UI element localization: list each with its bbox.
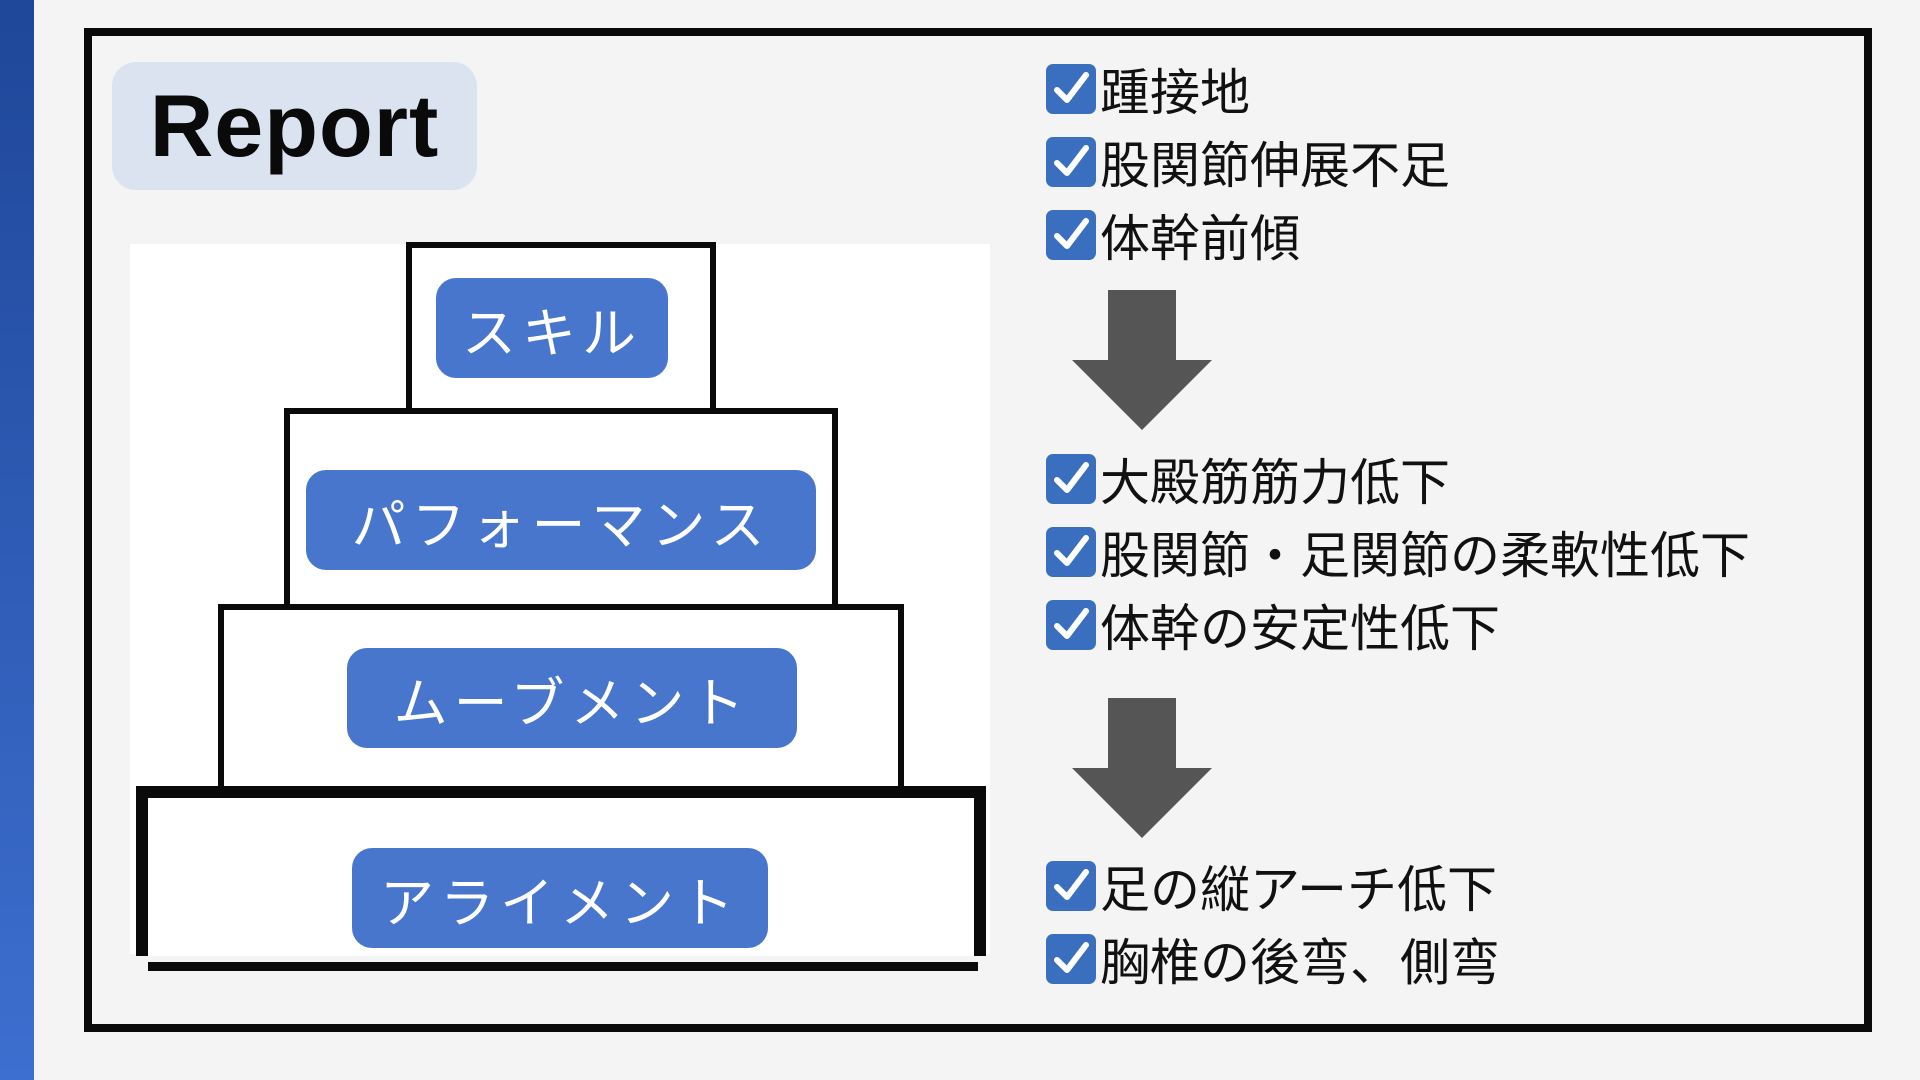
checklist-item: 足の縦アーチ低下 xyxy=(1046,849,1500,922)
tier-label-skill: スキル xyxy=(436,278,668,378)
checkbox-checked-icon xyxy=(1046,453,1096,504)
checkbox-checked-icon xyxy=(1046,209,1096,260)
checklist-item: 体幹前傾 xyxy=(1046,198,1450,271)
tier-label-performance: パフォーマンス xyxy=(306,470,816,570)
report-title: Report xyxy=(112,62,477,190)
arrow-down-icon xyxy=(1072,290,1212,430)
checklist-item-label: 股関節伸展不足 xyxy=(1100,136,1450,195)
checkbox-checked-icon xyxy=(1046,599,1096,650)
pyramid-baseline xyxy=(148,962,978,971)
checklist-group-1: 踵接地 股関節伸展不足 体幹前傾 xyxy=(1046,52,1450,271)
checklist-item-label: 足の縦アーチ低下 xyxy=(1100,860,1497,919)
checklist-group-3: 足の縦アーチ低下 胸椎の後弯、側弯 xyxy=(1046,849,1500,995)
arrow-down-icon xyxy=(1072,698,1212,838)
checkbox-checked-icon xyxy=(1046,933,1096,984)
checklist-group-2: 大殿筋筋力低下 股関節・足関節の柔軟性低下 体幹の安定性低下 xyxy=(1046,442,1750,661)
checklist-item: 股関節伸展不足 xyxy=(1046,125,1450,198)
checkbox-checked-icon xyxy=(1046,860,1096,911)
checklist-item: 大殿筋筋力低下 xyxy=(1046,442,1750,515)
checklist-item-label: 胸椎の後弯、側弯 xyxy=(1100,933,1500,992)
checklist-item-label: 股関節・足関節の柔軟性低下 xyxy=(1100,526,1750,585)
checklist-item-label: 体幹の安定性低下 xyxy=(1100,599,1500,658)
left-accent-bar xyxy=(0,0,34,1080)
checkbox-checked-icon xyxy=(1046,63,1096,114)
tier-label-alignment: アライメント xyxy=(352,848,768,948)
checklist-item: 体幹の安定性低下 xyxy=(1046,588,1750,661)
checkbox-checked-icon xyxy=(1046,526,1096,577)
checklist-item: 胸椎の後弯、側弯 xyxy=(1046,922,1500,995)
checklist-item-label: 踵接地 xyxy=(1100,63,1250,122)
checklist-item: 股関節・足関節の柔軟性低下 xyxy=(1046,515,1750,588)
checkbox-checked-icon xyxy=(1046,136,1096,187)
checklist-item-label: 体幹前傾 xyxy=(1100,209,1300,268)
tier-label-movement: ムーブメント xyxy=(347,648,797,748)
checklist-item: 踵接地 xyxy=(1046,52,1450,125)
checklist-item-label: 大殿筋筋力低下 xyxy=(1100,453,1450,512)
